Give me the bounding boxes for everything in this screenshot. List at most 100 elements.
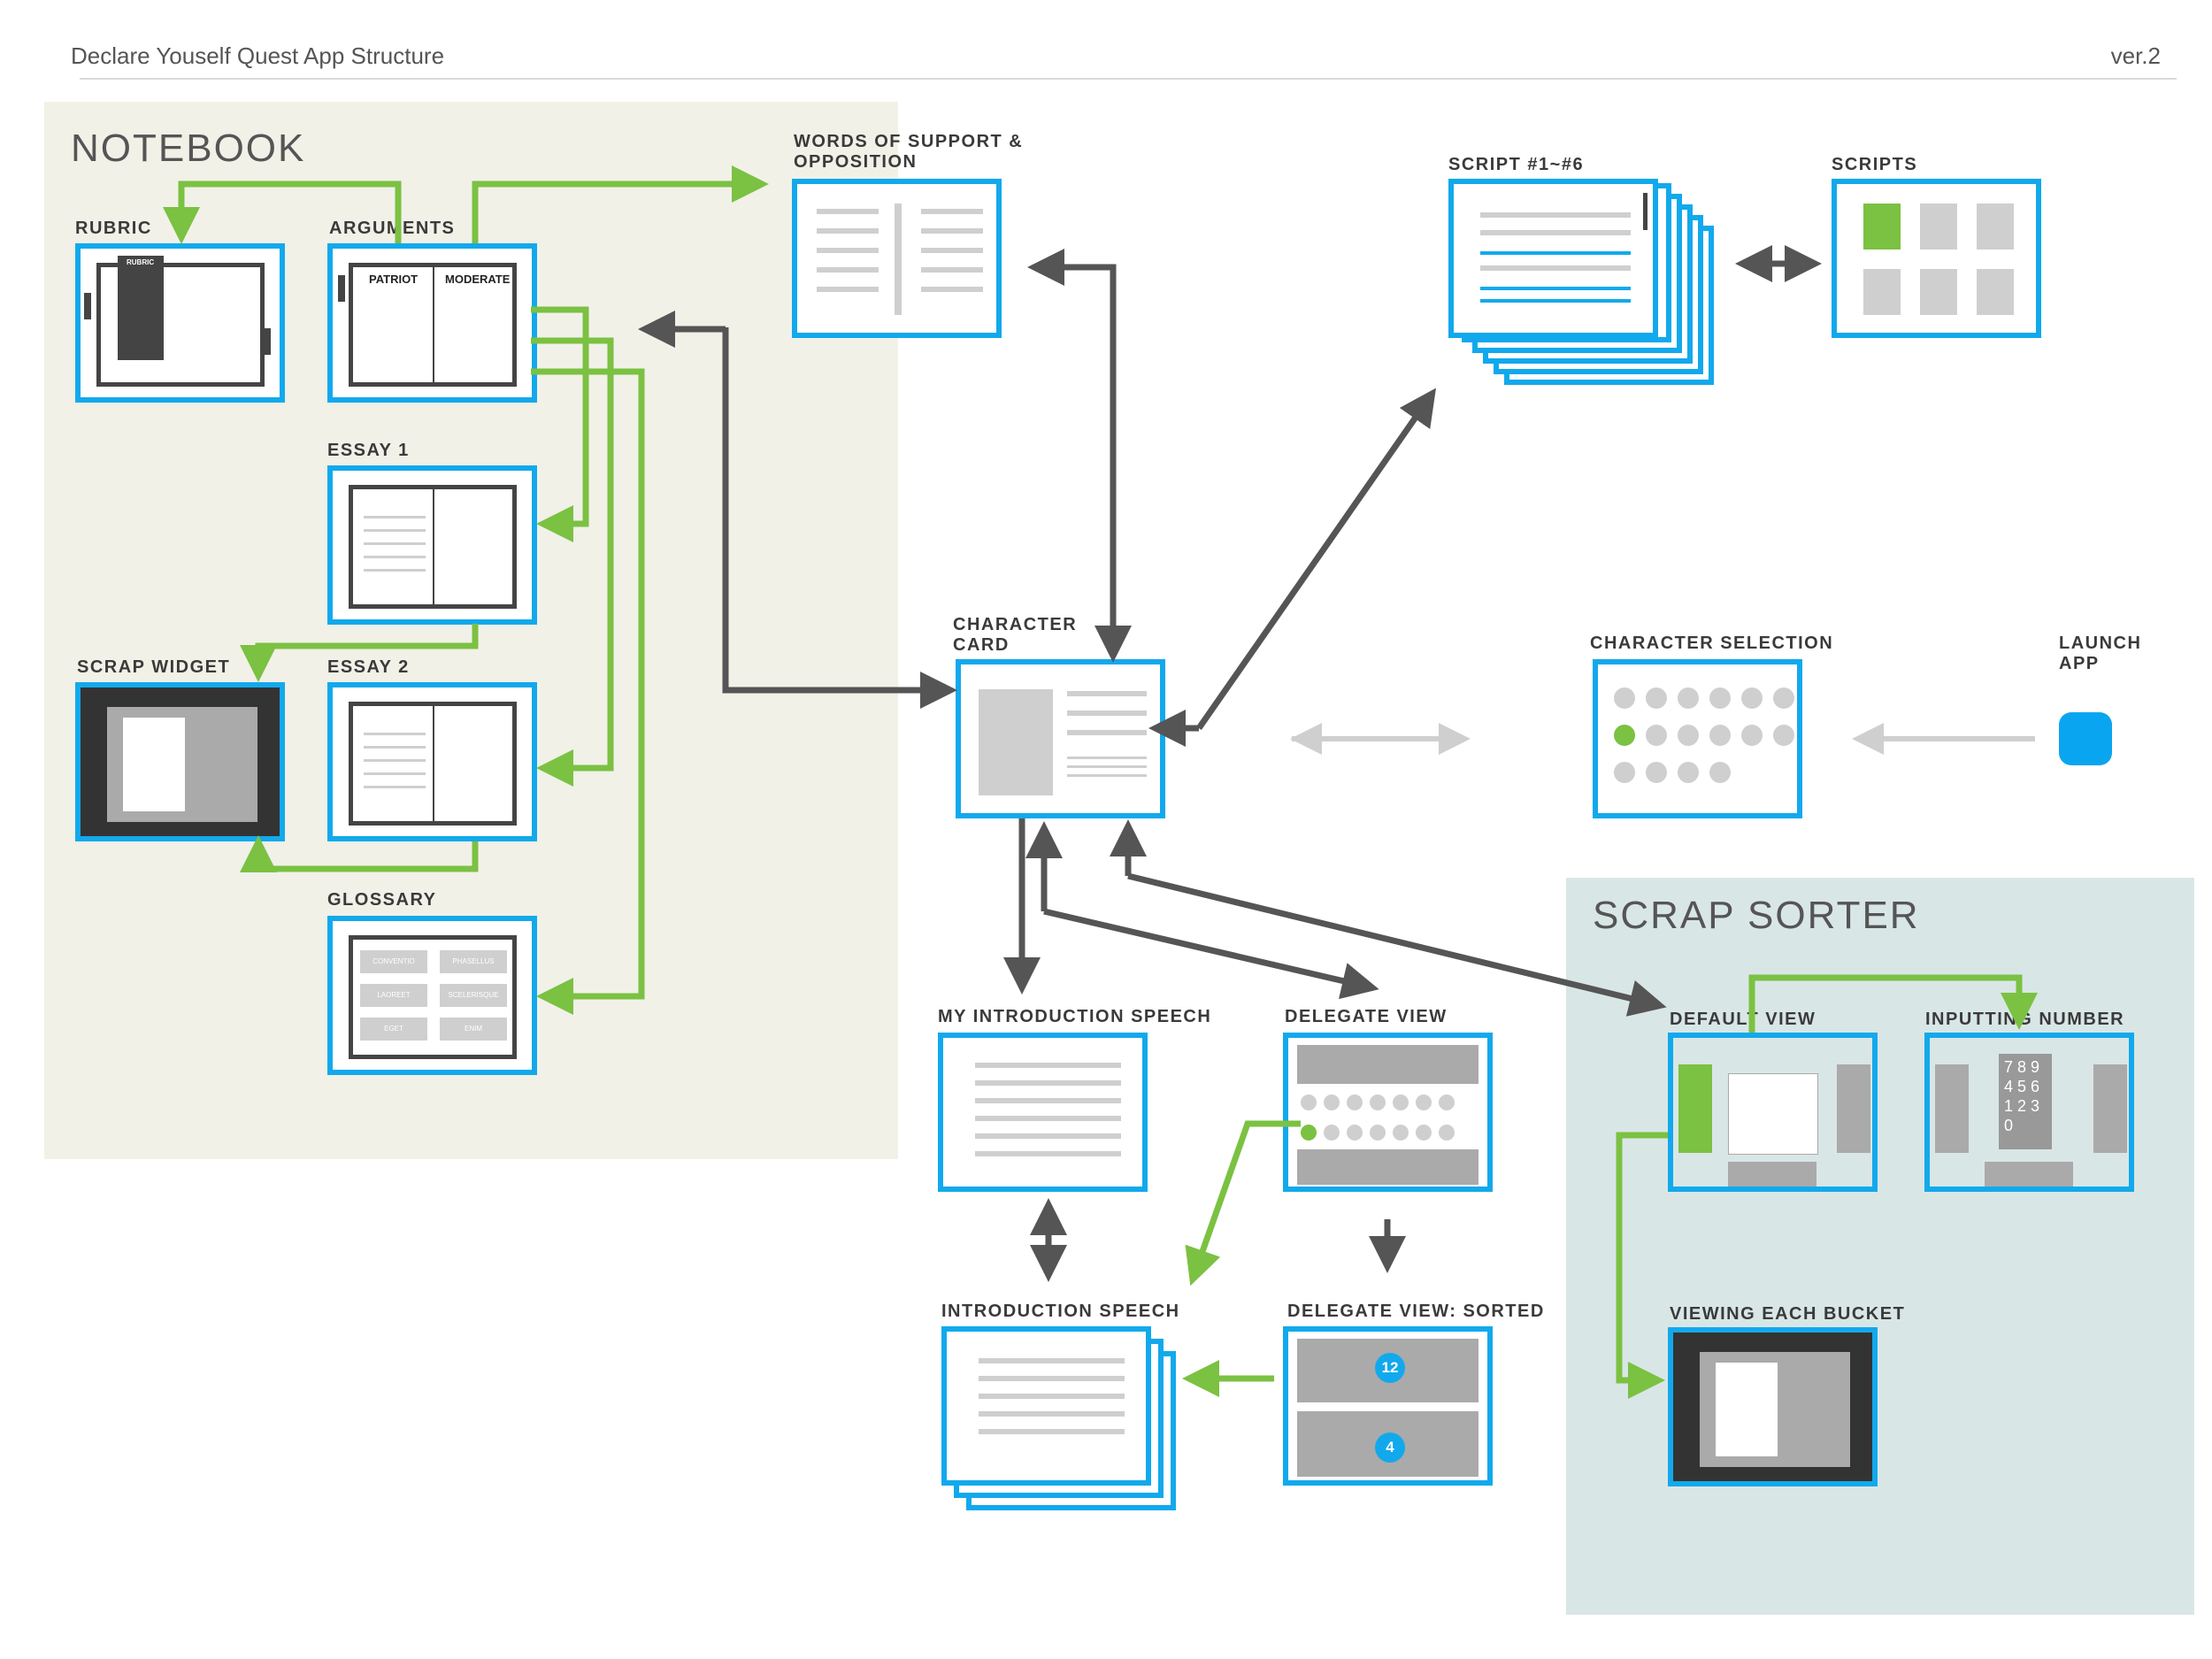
character-option[interactable] <box>1741 687 1763 709</box>
script-thumb-selected[interactable] <box>1863 204 1901 250</box>
delegate-dot[interactable] <box>1416 1094 1432 1110</box>
character-selection-screen[interactable] <box>1593 659 1802 818</box>
script-thumb[interactable] <box>1977 269 2014 315</box>
essay2-book <box>349 702 517 826</box>
character-option[interactable] <box>1646 762 1667 783</box>
delegate-dot[interactable] <box>1393 1094 1409 1110</box>
script-thumb[interactable] <box>1977 204 2014 250</box>
bucket-left-green[interactable] <box>1678 1064 1712 1153</box>
character-option[interactable] <box>1614 687 1635 709</box>
app-icon[interactable] <box>2059 712 2112 765</box>
character-option[interactable] <box>1709 762 1731 783</box>
essay1-line <box>364 516 426 518</box>
viewing-bucket-screen[interactable] <box>1668 1327 1878 1486</box>
script-scrollbar[interactable] <box>1643 193 1647 230</box>
delegate-dot[interactable] <box>1370 1125 1386 1141</box>
character-option[interactable] <box>1678 725 1699 746</box>
words-support-line <box>817 267 879 273</box>
keypad-row[interactable]: 0 <box>2004 1117 2014 1134</box>
character-option[interactable] <box>1678 687 1699 709</box>
speech-line <box>975 1063 1121 1068</box>
glossary-book: CONVENTIO PHASELLUS LAOREET SCELERISQUE … <box>349 935 517 1059</box>
default-view-label: DEFAULT VIEW <box>1670 1010 1816 1029</box>
script-thumb[interactable] <box>1920 269 1957 315</box>
glossary-term[interactable]: LAOREET <box>360 984 427 1007</box>
scrap-widget-screen[interactable] <box>75 682 285 841</box>
delegate-dot[interactable] <box>1439 1125 1455 1141</box>
bucket-bottom[interactable] <box>1985 1162 2073 1187</box>
arrow-default-to-inputting <box>1748 974 2038 1033</box>
character-card-line <box>1067 765 1147 768</box>
keypad-row[interactable]: 7 8 9 <box>2004 1058 2040 1076</box>
bucket-right[interactable] <box>1837 1064 1870 1153</box>
words-support-screen[interactable] <box>792 179 1002 338</box>
patriot-tab[interactable]: PATRIOT <box>369 273 419 286</box>
glossary-term[interactable]: EGET <box>360 1018 427 1041</box>
character-option[interactable] <box>1646 687 1667 709</box>
bucket-bottom[interactable] <box>1728 1162 1816 1187</box>
character-option[interactable] <box>1773 687 1794 709</box>
speech-line <box>979 1411 1125 1417</box>
delegate-dot[interactable] <box>1439 1094 1455 1110</box>
glossary-term[interactable]: PHASELLUS <box>440 950 507 973</box>
scripts-screen[interactable] <box>1832 179 2041 338</box>
glossary-term[interactable]: ENIM <box>440 1018 507 1041</box>
arrow-card-to-scripts <box>1196 388 1437 731</box>
character-option[interactable] <box>1741 725 1763 746</box>
character-option[interactable] <box>1773 725 1794 746</box>
intro-speech-label: INTRODUCTION SPEECH <box>941 1302 1180 1321</box>
delegate-dot[interactable] <box>1370 1094 1386 1110</box>
essay1-screen[interactable] <box>327 465 537 625</box>
bucket-right[interactable] <box>2093 1064 2127 1153</box>
number-keypad[interactable]: 7 8 9 4 5 6 1 2 3 0 <box>1999 1054 2052 1149</box>
glossary-term[interactable]: CONVENTIO <box>360 950 427 973</box>
character-card-screen[interactable] <box>956 659 1165 818</box>
character-option[interactable] <box>1678 762 1699 783</box>
character-option[interactable] <box>1709 725 1731 746</box>
script-thumb[interactable] <box>1920 204 1957 250</box>
inputting-number-screen[interactable]: 7 8 9 4 5 6 1 2 3 0 <box>1924 1033 2134 1192</box>
script-line <box>1480 265 1631 271</box>
intro-speech-screen[interactable] <box>941 1326 1151 1486</box>
delegate-dot-selected[interactable] <box>1301 1125 1317 1141</box>
essay1-line <box>364 542 426 545</box>
keypad-row[interactable]: 1 2 3 <box>2004 1097 2040 1115</box>
notebook-title: NOTEBOOK <box>71 127 306 170</box>
version-label: ver.2 <box>2110 42 2161 69</box>
my-intro-speech-screen[interactable] <box>938 1033 1148 1192</box>
delegate-dot[interactable] <box>1393 1125 1409 1141</box>
delegate-dot[interactable] <box>1301 1094 1317 1110</box>
default-view-screen[interactable] <box>1668 1033 1878 1192</box>
glossary-term[interactable]: SCELERISQUE <box>440 984 507 1007</box>
words-support-line <box>817 287 879 292</box>
script-range-label: SCRIPT #1~#6 <box>1448 155 1585 174</box>
moderate-tab[interactable]: MODERATE <box>445 273 511 286</box>
arguments-label: ARGUMENTS <box>329 219 456 238</box>
character-card-line <box>1067 710 1147 716</box>
delegate-dot[interactable] <box>1324 1094 1340 1110</box>
bucket-left[interactable] <box>1935 1064 1969 1153</box>
launch-app-label-1: LAUNCH <box>2059 634 2142 653</box>
character-option[interactable] <box>1646 725 1667 746</box>
delegate-view-screen[interactable] <box>1283 1033 1493 1192</box>
arrow-arguments-to-glossary <box>531 368 645 1015</box>
delegate-sorted-screen[interactable]: 12 4 <box>1283 1326 1493 1486</box>
essay2-screen[interactable] <box>327 682 537 841</box>
delegate-dot[interactable] <box>1347 1125 1363 1141</box>
delegate-dot[interactable] <box>1416 1125 1432 1141</box>
rubric-screen[interactable]: RUBRIC <box>75 243 285 403</box>
script-thumb[interactable] <box>1863 269 1901 315</box>
glossary-screen[interactable]: CONVENTIO PHASELLUS LAOREET SCELERISQUE … <box>327 916 537 1075</box>
character-option[interactable] <box>1709 687 1731 709</box>
character-card-line <box>1067 774 1147 777</box>
character-selection-label: CHARACTER SELECTION <box>1590 634 1834 653</box>
keypad-row[interactable]: 4 5 6 <box>2004 1078 2040 1095</box>
delegate-dot[interactable] <box>1324 1125 1340 1141</box>
arguments-screen[interactable]: PATRIOT MODERATE <box>327 243 537 403</box>
character-option[interactable] <box>1614 762 1635 783</box>
bucket-panel <box>1700 1352 1850 1467</box>
character-option-selected[interactable] <box>1614 725 1635 746</box>
script-screen[interactable] <box>1448 179 1658 338</box>
delegate-dot[interactable] <box>1347 1094 1363 1110</box>
